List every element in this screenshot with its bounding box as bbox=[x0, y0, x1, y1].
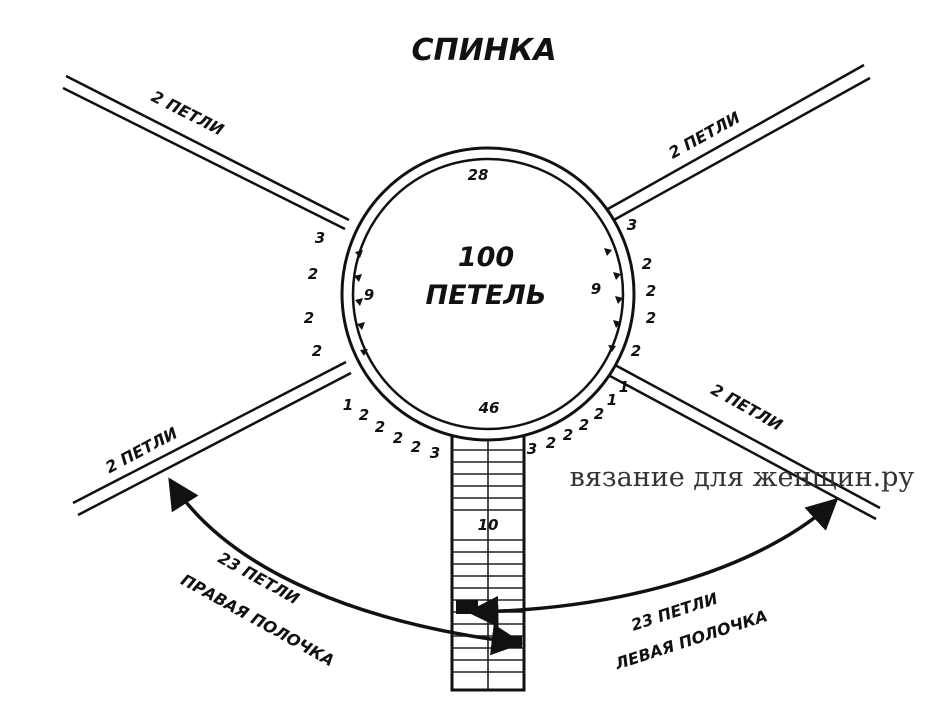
stitch-counts-right-upper: 3 2 2 2 2 bbox=[627, 216, 656, 360]
watermark-text: вязание для женщин.ру bbox=[570, 462, 915, 493]
stitch-count: 2 bbox=[646, 282, 656, 300]
stitch-count: 1 bbox=[607, 391, 617, 409]
ring-number-left: 9 bbox=[364, 286, 374, 304]
raglan-label-bottom-right: 2 ПЕТЛИ bbox=[708, 380, 787, 435]
raglan-line-top-left bbox=[62, 74, 350, 231]
ring-number-top: 28 bbox=[468, 166, 489, 184]
placket-number: 10 bbox=[478, 516, 499, 534]
stitch-count: 1 bbox=[343, 396, 353, 414]
stitch-count: 2 bbox=[375, 418, 385, 436]
stitch-count: 2 bbox=[642, 255, 652, 273]
stitch-total-number: 100 bbox=[458, 242, 514, 273]
stitch-count: 2 bbox=[546, 434, 556, 452]
raglan-line-top-right bbox=[605, 63, 871, 223]
stitch-total-label: ПЕТЕЛЬ bbox=[426, 280, 547, 311]
raglan-label-top-left: 2 ПЕТЛИ bbox=[148, 87, 227, 140]
stitch-counts-left-upper: 3 2 2 2 bbox=[304, 229, 325, 360]
stitch-count: 1 bbox=[619, 378, 629, 396]
stitch-count: 3 bbox=[430, 444, 440, 462]
ring-number-bottom: 46 bbox=[478, 399, 500, 417]
stitch-count: 2 bbox=[308, 265, 318, 283]
stitch-count: 3 bbox=[315, 229, 325, 247]
right-front-span-arrow bbox=[168, 477, 524, 656]
ring-number-right: 9 bbox=[591, 280, 601, 298]
placket-strip bbox=[450, 434, 526, 692]
stitch-count: 2 bbox=[359, 406, 369, 424]
ring-stitch-marks bbox=[354, 248, 623, 356]
stitch-count: 3 bbox=[527, 440, 537, 458]
stitch-count: 2 bbox=[594, 405, 604, 423]
stitch-count: 3 bbox=[627, 216, 637, 234]
left-front-span-arrow bbox=[466, 497, 839, 628]
stitch-count: 2 bbox=[411, 438, 421, 456]
stitch-count: 2 bbox=[312, 342, 322, 360]
stitch-count: 2 bbox=[631, 342, 641, 360]
raglan-line-bottom-right bbox=[609, 363, 881, 521]
stitch-count: 2 bbox=[646, 309, 656, 327]
raglan-line-bottom-left bbox=[72, 360, 352, 517]
neck-ring bbox=[340, 146, 636, 442]
stitch-counts-bottom-right: 3 2 2 2 2 1 1 bbox=[527, 378, 629, 458]
stitch-count: 2 bbox=[579, 416, 589, 434]
stitch-count: 2 bbox=[393, 429, 403, 447]
stitch-count: 2 bbox=[304, 309, 314, 327]
stitch-counts-bottom-left: 1 2 2 2 2 3 bbox=[343, 396, 440, 462]
diagram-title: СПИНКА bbox=[411, 33, 556, 68]
stitch-count: 2 bbox=[563, 426, 573, 444]
